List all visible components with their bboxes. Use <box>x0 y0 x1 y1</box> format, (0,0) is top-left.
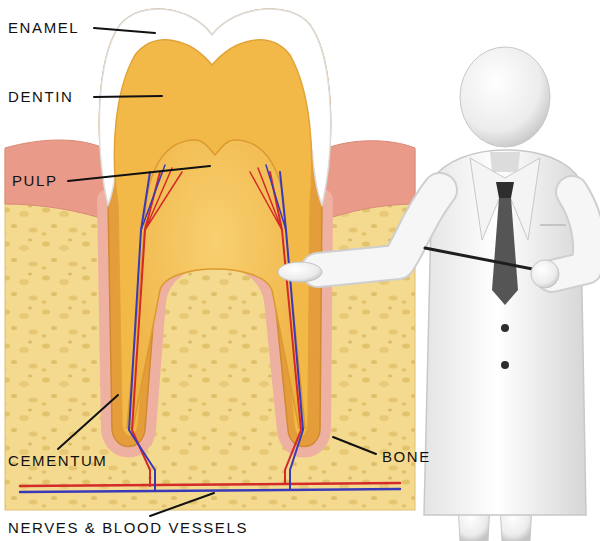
part-label: ENAMEL <box>8 20 79 37</box>
part-label: DENTIN <box>8 89 73 106</box>
part-label: NERVES & BLOOD VESSELS <box>8 520 248 537</box>
part-label: BONE <box>382 449 431 466</box>
presenter-figure <box>278 47 589 541</box>
nerves-vessels <box>20 165 400 492</box>
part-label: CEMENTUM <box>8 453 107 470</box>
gum <box>5 140 112 222</box>
part-label: PULP <box>12 173 58 190</box>
tooth-pulp <box>127 140 305 428</box>
